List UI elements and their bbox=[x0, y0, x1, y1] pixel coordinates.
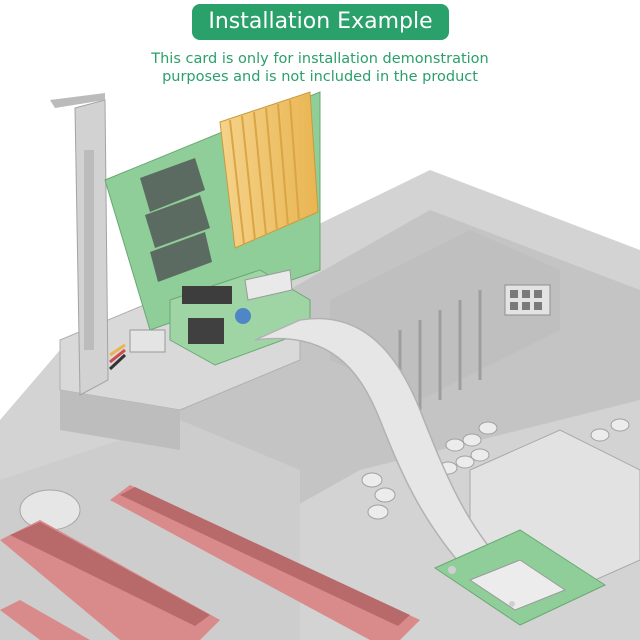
pci-bracket bbox=[50, 93, 109, 396]
riser-board bbox=[108, 269, 311, 371]
pcie-slots bbox=[0, 485, 420, 640]
page-title: Installation Example bbox=[192, 4, 449, 40]
disclaimer-line-1: This card is only for installation demon… bbox=[151, 51, 489, 67]
expansion-card bbox=[104, 91, 321, 331]
disclaimer-line-2: purposes and is not included in the prod… bbox=[162, 69, 478, 85]
m2-adapter bbox=[433, 529, 607, 626]
disclaimer-text: This card is only for installation demon… bbox=[120, 50, 520, 86]
power-connector bbox=[504, 284, 551, 316]
